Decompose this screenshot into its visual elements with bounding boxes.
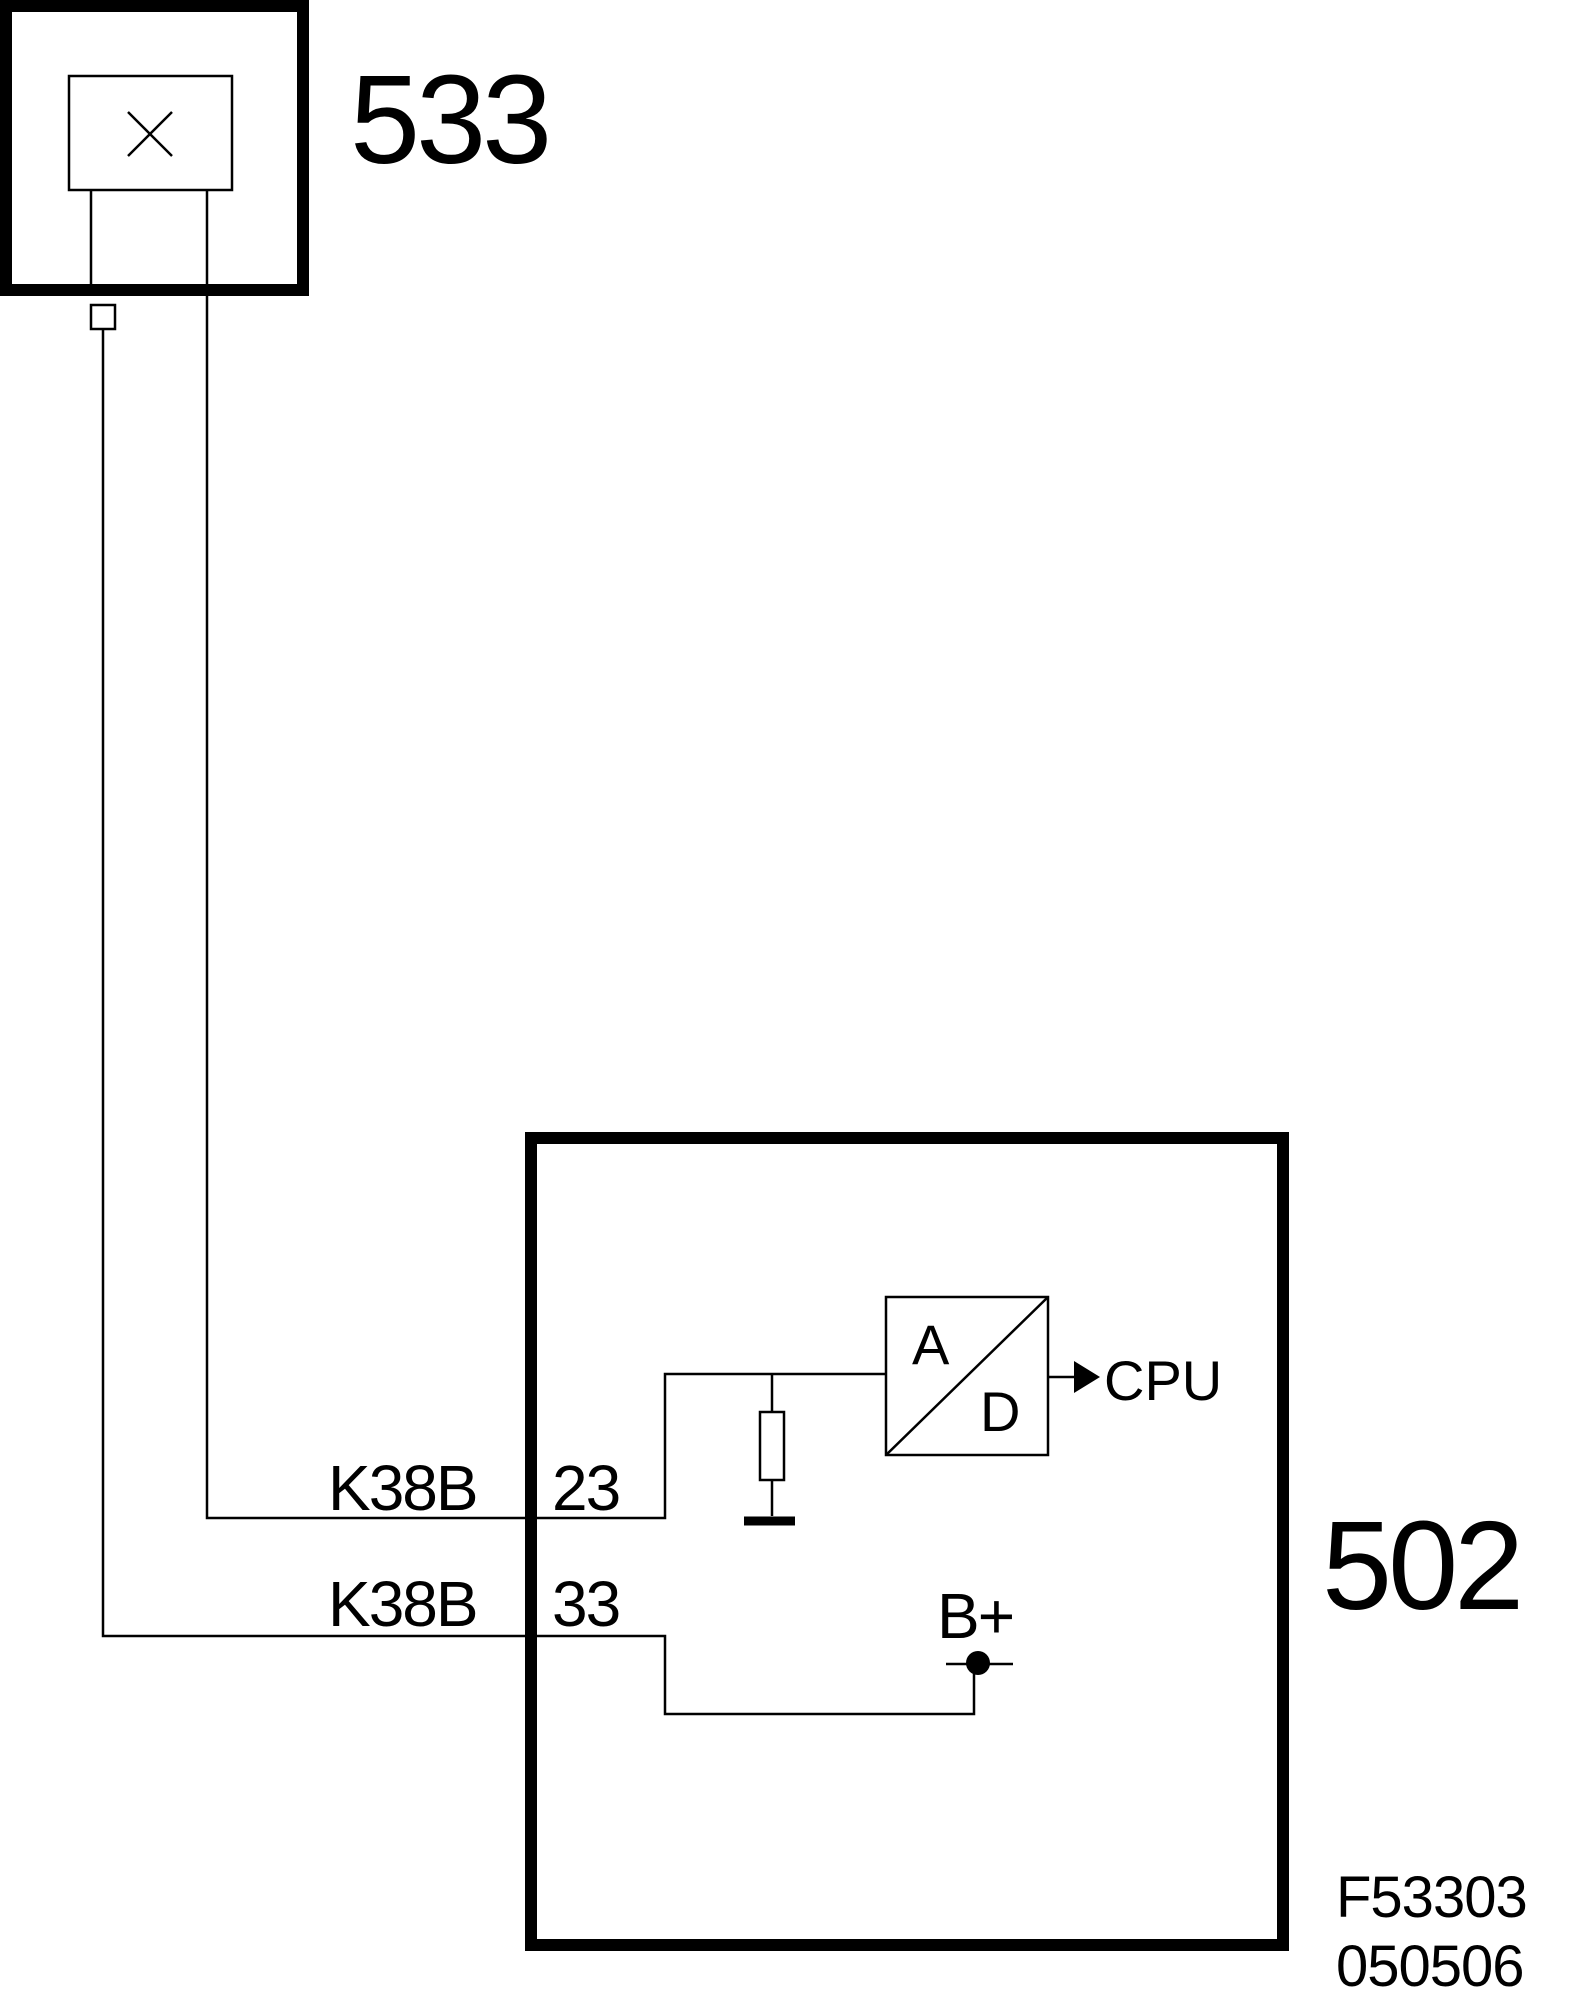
- connector-label-pin-23: K38B: [328, 1452, 477, 1524]
- connector-label-pin-33: K38B: [328, 1568, 477, 1640]
- shield-connector-square: [89, 303, 117, 331]
- ad-converter-output-label: D: [980, 1380, 1020, 1443]
- resistor-icon: [758, 1410, 786, 1482]
- component-533-label: 533: [350, 49, 548, 190]
- supply-label: B+: [937, 1580, 1013, 1652]
- component-502-label: 502: [1322, 1495, 1520, 1636]
- pin-number-33: 33: [552, 1568, 619, 1640]
- component-533-frame: [0, 0, 309, 296]
- wire-pin-23: [205, 290, 886, 1520]
- harness-wires: [101, 290, 976, 1716]
- ad-converter-diagonal: [885, 1296, 1049, 1456]
- pin-labels: K38B 23 K38B 33: [328, 1452, 621, 1640]
- pin-number-23: 23: [552, 1452, 619, 1524]
- supply-terminal-icon: [966, 1651, 990, 1675]
- cpu-arrow-icon: [1074, 1361, 1100, 1393]
- figure-code: F53303: [1336, 1865, 1527, 1930]
- sensor-element-box: [67, 74, 234, 192]
- sensor-cross-icon-stroke: [127, 111, 173, 157]
- wire-pin-33: [101, 329, 976, 1716]
- component-533: 533: [0, 0, 552, 296]
- component-502-frame: [525, 1132, 1289, 1951]
- ad-converter-input-label: A: [912, 1313, 950, 1376]
- cpu-label: CPU: [1104, 1349, 1222, 1412]
- date-code: 050506: [1336, 1934, 1524, 1999]
- component-502: 502 A D CPU B+: [525, 1132, 1524, 1951]
